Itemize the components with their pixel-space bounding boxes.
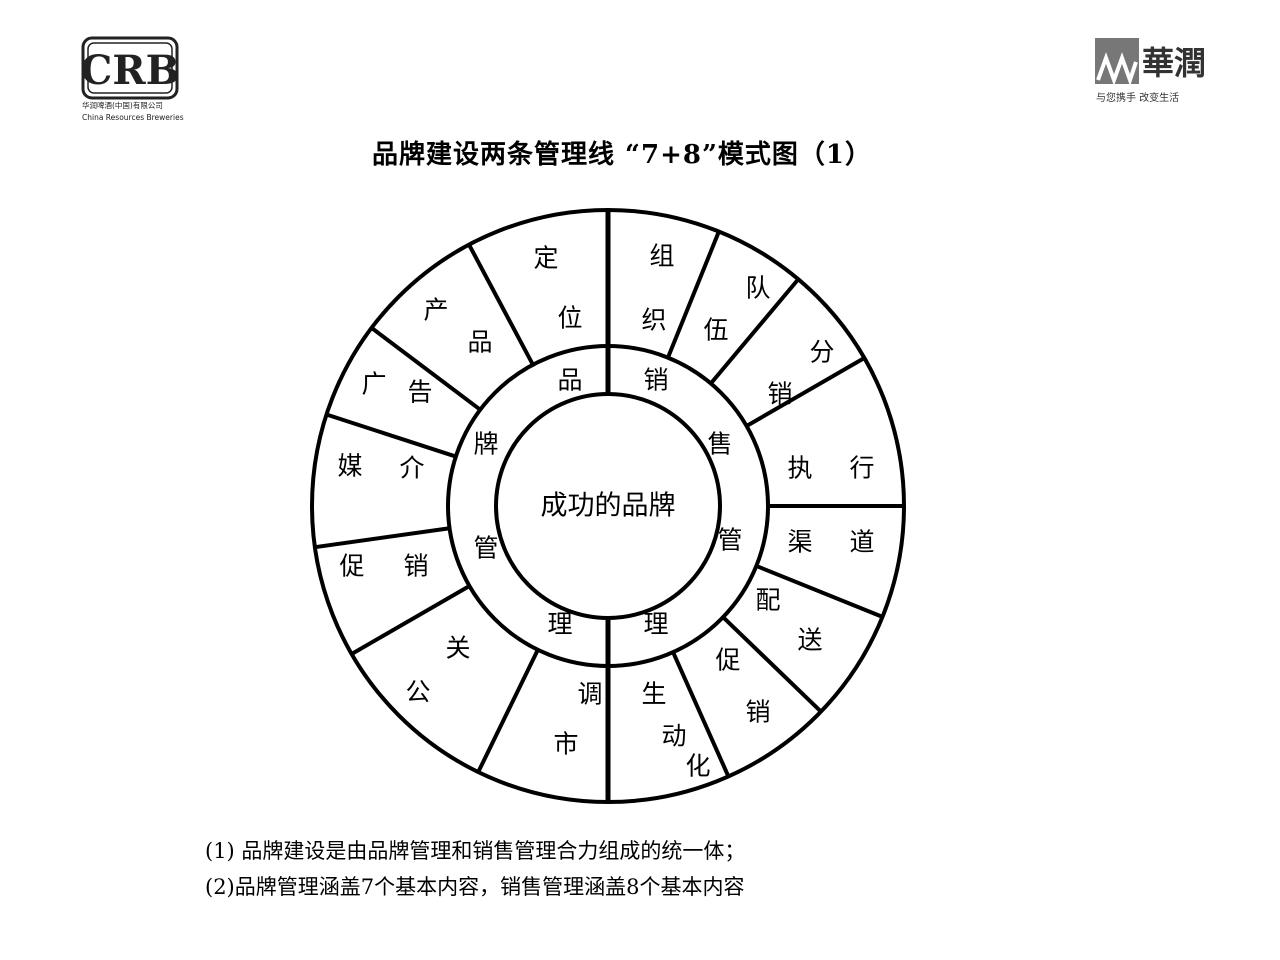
outer-right-8-char-1: 生	[641, 680, 666, 709]
inner-left-char-4: 理	[547, 610, 572, 639]
note-1: (1) 品牌建设是由品牌管理和销售管理合力组成的统一体；	[205, 839, 746, 863]
divider-right-2	[709, 277, 800, 385]
outer-left-1-char-1: 定	[533, 244, 558, 273]
inner-left-char-1: 品	[557, 366, 582, 395]
logo-english-name: China Resources Breweries	[82, 113, 184, 122]
outer-right-4-char-1: 执	[787, 454, 812, 483]
outer-right-3-char-1: 分	[809, 338, 834, 367]
divider-left-3	[325, 412, 457, 459]
brand-wheel-diagram: 成功的品牌 品牌管理销售管理定位产品广告媒介促销公关市调组织队伍分销执行渠道配送…	[300, 200, 920, 810]
outer-left-1-char-2: 位	[557, 304, 582, 333]
logo-brand-chars: 華潤	[1142, 44, 1206, 82]
divider-right-5	[755, 564, 884, 619]
inner-left-char-3: 管	[473, 534, 498, 563]
divider-right-7	[671, 651, 731, 778]
outer-right-6-char-2: 送	[797, 626, 822, 655]
outer-right-3-char-2: 销	[767, 380, 792, 409]
divider-left-5	[350, 584, 471, 656]
outer-left-3-char-1: 广	[361, 370, 386, 399]
divider-right-1	[666, 230, 721, 359]
outer-left-7-char-1: 市	[553, 730, 578, 759]
page-title: 品牌建设两条管理线 “7+8”模式图（1）	[371, 140, 873, 170]
inner-right-char-2: 售	[707, 430, 732, 459]
outer-right-8-char-3: 化	[685, 752, 710, 781]
inner-right-char-4: 理	[643, 610, 668, 639]
note-2: (2)品牌管理涵盖7个基本内容，销售管理涵盖8个基本内容	[205, 875, 745, 899]
outer-right-2-char-2: 伍	[703, 316, 728, 345]
cr-logo: 華潤 与您携手 改变生活	[1092, 36, 1212, 108]
crb-logo: CRB 华润啤酒(中国)有限公司 China Resources Breweri…	[80, 36, 184, 126]
outer-right-6-char-1: 配	[755, 586, 780, 615]
inner-right-char-3: 管	[717, 526, 742, 555]
inner-right-char-1: 销	[643, 366, 668, 395]
outer-left-2-char-2: 品	[467, 328, 492, 357]
outer-right-4-char-2: 行	[849, 454, 874, 483]
logo-slogan: 与您携手 改变生活	[1096, 91, 1179, 104]
outer-right-5-char-1: 渠	[787, 528, 812, 557]
center-label: 成功的品牌	[541, 491, 676, 522]
outer-right-5-char-2: 道	[849, 528, 874, 557]
outer-right-8-char-2: 动	[661, 722, 686, 751]
divider-left-1	[467, 243, 535, 366]
outer-left-6-char-2: 关	[445, 634, 470, 663]
middle-ring	[446, 344, 770, 668]
logo-monogram: CRB	[81, 47, 180, 94]
outer-left-5-char-1: 促	[339, 552, 364, 581]
divider-left-2	[370, 326, 482, 412]
outer-right-1-char-2: 织	[641, 306, 666, 335]
outer-left-3-char-2: 告	[407, 378, 432, 407]
outer-ring	[310, 208, 906, 804]
notes: (1) 品牌建设是由品牌管理和销售管理合力组成的统一体； (2)品牌管理涵盖7个…	[205, 833, 745, 905]
inner-left-char-2: 牌	[473, 430, 498, 459]
divider-right-3	[745, 356, 866, 428]
outer-left-7-char-2: 调	[577, 680, 602, 709]
outer-left-5-char-2: 销	[403, 552, 428, 581]
outer-right-2-char-1: 队	[745, 274, 770, 303]
outer-left-4-char-1: 媒	[337, 452, 362, 481]
divider-left-4	[314, 526, 450, 550]
outer-left-6-char-1: 公	[405, 678, 430, 707]
logo-chinese-name: 华润啤酒(中国)有限公司	[82, 100, 163, 110]
outer-left-4-char-2: 介	[399, 454, 424, 483]
inner-circle	[494, 392, 722, 620]
outer-right-7-char-2: 销	[745, 698, 770, 727]
outer-right-7-char-1: 促	[715, 646, 740, 675]
divider-right-6	[721, 615, 823, 714]
divider-left-6	[476, 648, 540, 773]
outer-left-2-char-1: 产	[423, 296, 448, 325]
outer-right-1-char-1: 组	[649, 242, 674, 271]
